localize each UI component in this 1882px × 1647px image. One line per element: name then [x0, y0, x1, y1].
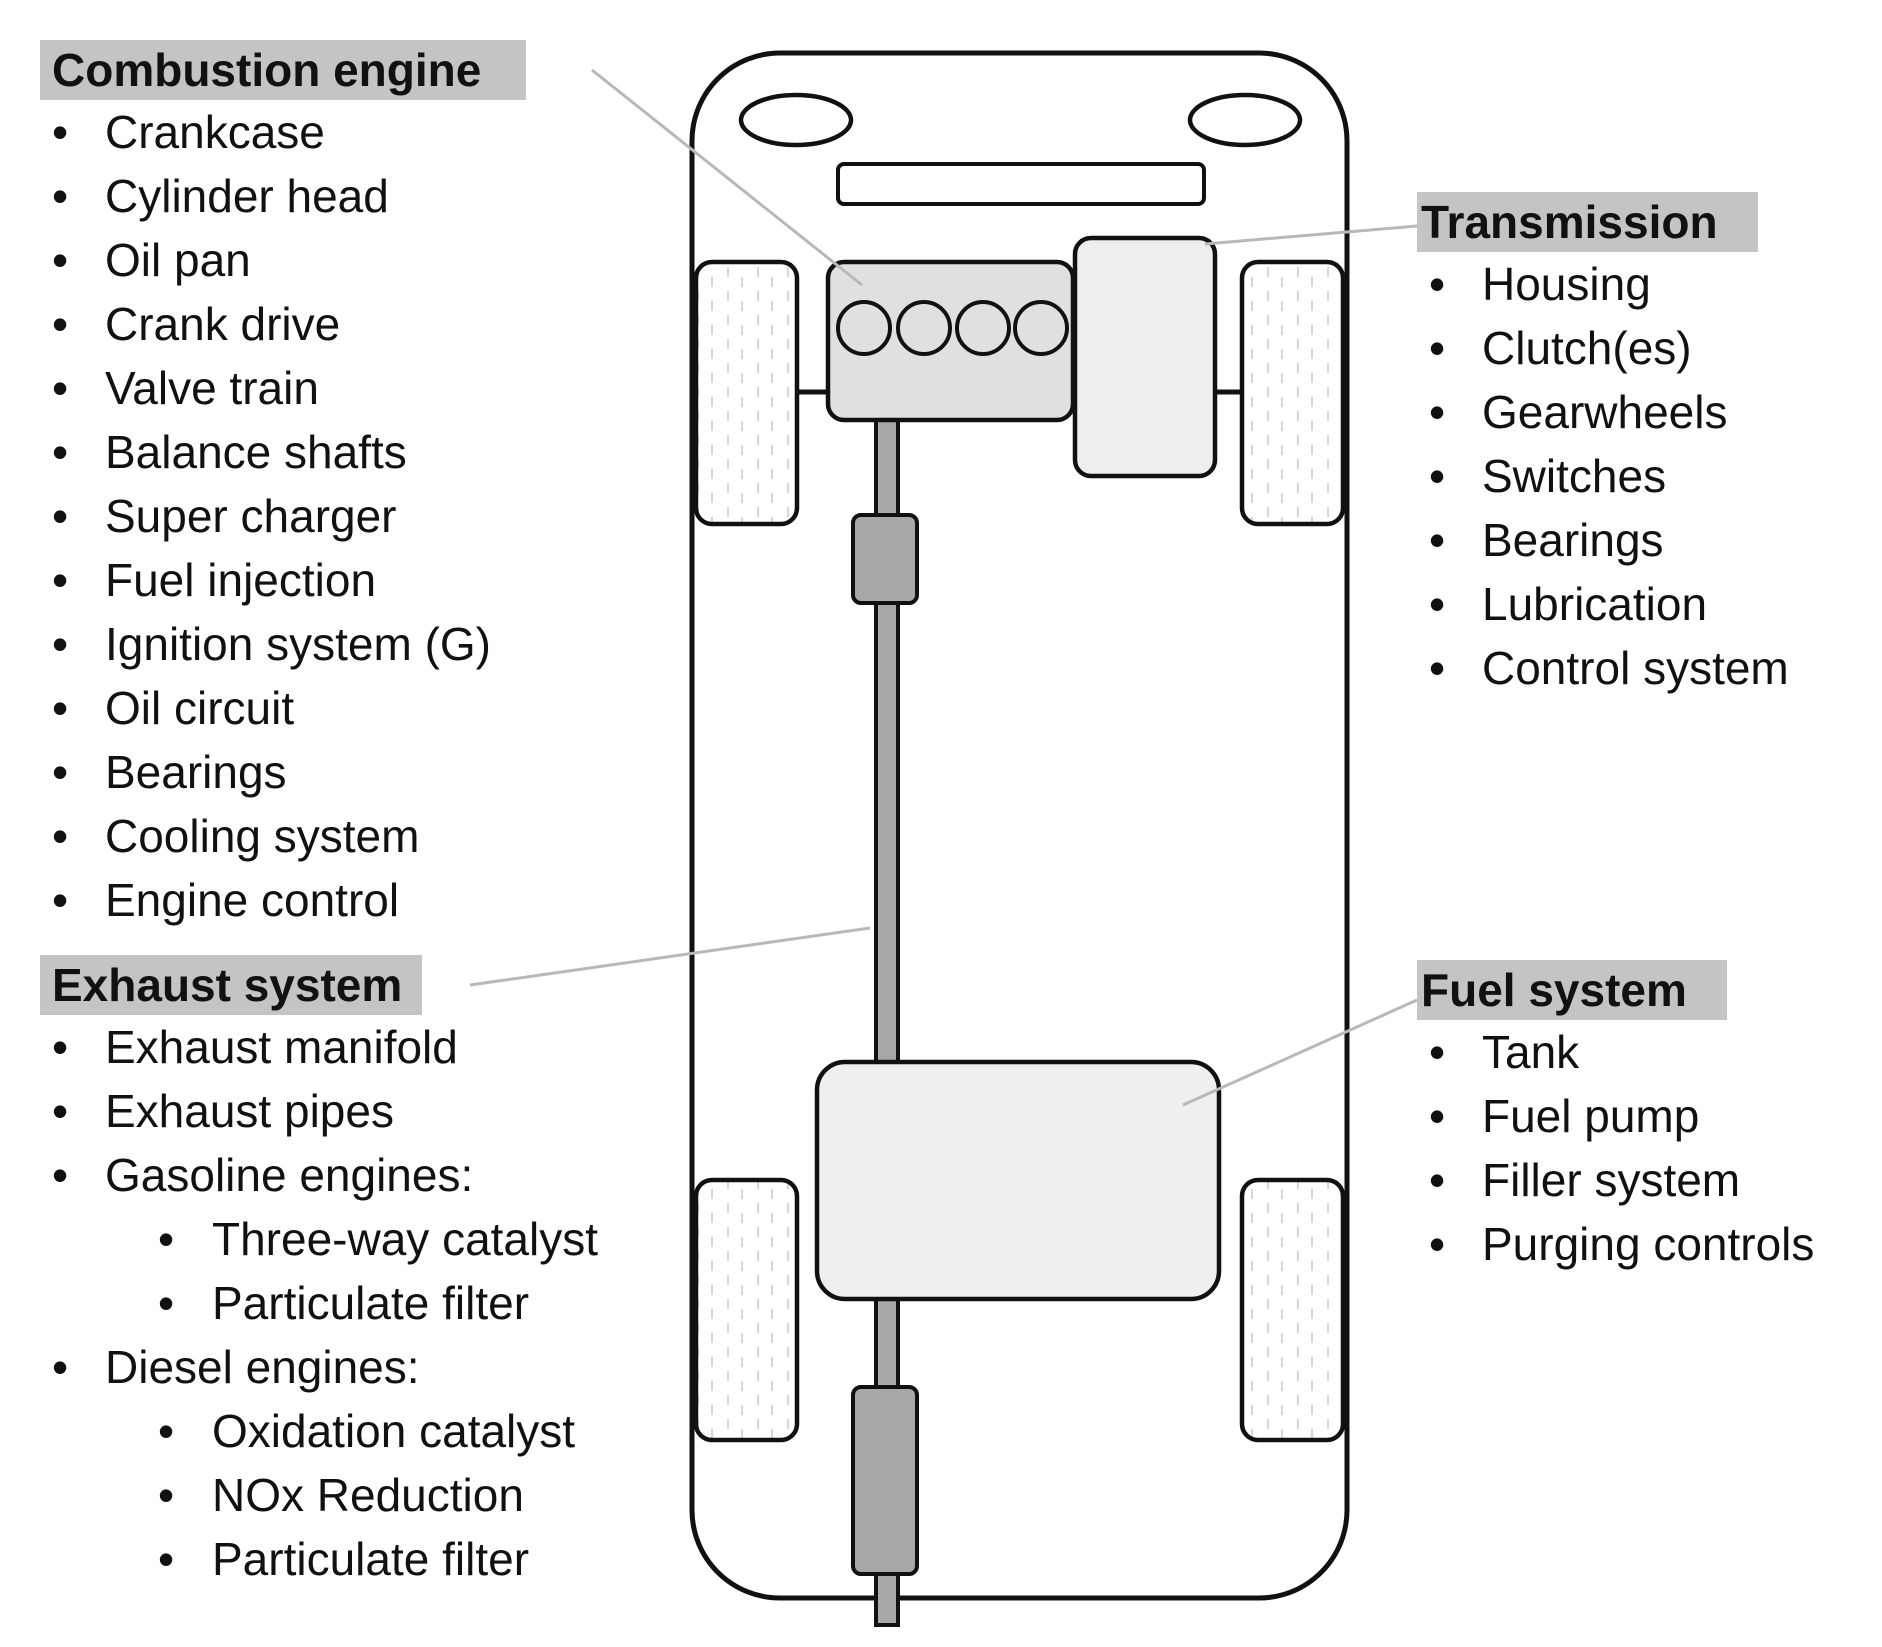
- list-item: Switches: [1417, 444, 1789, 508]
- fuel-system-list: Tank Fuel pump Filler system Purging con…: [1417, 1020, 1814, 1276]
- fuel-system-group: Fuel system Tank Fuel pump Filler system…: [1417, 960, 1814, 1276]
- list-item: Oil circuit: [40, 676, 526, 740]
- list-item: Super charger: [40, 484, 526, 548]
- list-item: Exhaust manifold: [40, 1015, 598, 1079]
- list-item: Balance shafts: [40, 420, 526, 484]
- list-item: Tank: [1417, 1020, 1814, 1084]
- transmission-heading: Transmission: [1417, 192, 1758, 252]
- combustion-engine-group: Combustion engine Crankcase Cylinder hea…: [40, 40, 527, 932]
- exhaust-system-heading: Exhaust system: [40, 955, 423, 1015]
- radiator: [836, 162, 1206, 206]
- transmission-box: [1072, 235, 1218, 479]
- list-item: Diesel engines:: [40, 1335, 598, 1399]
- list-item: NOx Reduction: [40, 1463, 598, 1527]
- list-item: Bearings: [40, 740, 526, 804]
- list-item: Fuel injection: [40, 548, 526, 612]
- list-item: Particulate filter: [40, 1527, 598, 1591]
- list-item: Oil pan: [40, 228, 526, 292]
- list-item: Engine control: [40, 868, 526, 932]
- leader-line-transmission: [1204, 224, 1418, 246]
- list-item: Oxidation catalyst: [40, 1399, 598, 1463]
- list-item: Ignition system (G): [40, 612, 526, 676]
- exhaust-system-group: Exhaust system Exhaust manifold Exhaust …: [40, 955, 598, 1591]
- exhaust-system-list: Exhaust manifold Exhaust pipes Gasoline …: [40, 1015, 598, 1591]
- right-headlight: [1187, 92, 1303, 148]
- list-item: Bearings: [1417, 508, 1789, 572]
- cylinder-2: [896, 300, 952, 356]
- list-item: Exhaust pipes: [40, 1079, 598, 1143]
- combustion-engine-list: Crankcase Cylinder head Oil pan Crank dr…: [40, 100, 526, 932]
- muffler: [851, 1385, 919, 1576]
- leader-line-combustion-engine: [591, 68, 863, 287]
- list-item: Particulate filter: [40, 1271, 598, 1335]
- list-item: Crankcase: [40, 100, 526, 164]
- list-item: Purging controls: [1417, 1212, 1814, 1276]
- fuel-tank: [814, 1059, 1222, 1302]
- list-item: Filler system: [1417, 1148, 1814, 1212]
- combustion-engine-heading: Combustion engine: [40, 40, 527, 100]
- list-item: Valve train: [40, 356, 526, 420]
- cylinder-1: [836, 300, 892, 356]
- left-headlight: [738, 92, 854, 148]
- leader-line-fuel-system: [1182, 998, 1418, 1107]
- transmission-list: Housing Clutch(es) Gearwheels Switches B…: [1417, 252, 1789, 700]
- list-item: Crank drive: [40, 292, 526, 356]
- shaft-coupling: [851, 513, 919, 605]
- front-right-wheel: [1239, 259, 1346, 527]
- transmission-group: Transmission Housing Clutch(es) Gearwhee…: [1417, 192, 1789, 700]
- list-item: Gasoline engines:: [40, 1143, 598, 1207]
- list-item: Housing: [1417, 252, 1789, 316]
- cylinder-4: [1013, 300, 1069, 356]
- front-left-wheel: [693, 259, 800, 527]
- leader-line-exhaust-system: [469, 926, 871, 987]
- rear-left-wheel: [693, 1177, 800, 1443]
- list-item: Cylinder head: [40, 164, 526, 228]
- list-item: Gearwheels: [1417, 380, 1789, 444]
- list-item: Cooling system: [40, 804, 526, 868]
- cylinder-3: [955, 300, 1011, 356]
- list-item: Control system: [1417, 636, 1789, 700]
- list-item: Clutch(es): [1417, 316, 1789, 380]
- list-item: Three-way catalyst: [40, 1207, 598, 1271]
- fuel-system-heading: Fuel system: [1417, 960, 1727, 1020]
- list-item: Fuel pump: [1417, 1084, 1814, 1148]
- list-item: Lubrication: [1417, 572, 1789, 636]
- rear-right-wheel: [1239, 1177, 1346, 1443]
